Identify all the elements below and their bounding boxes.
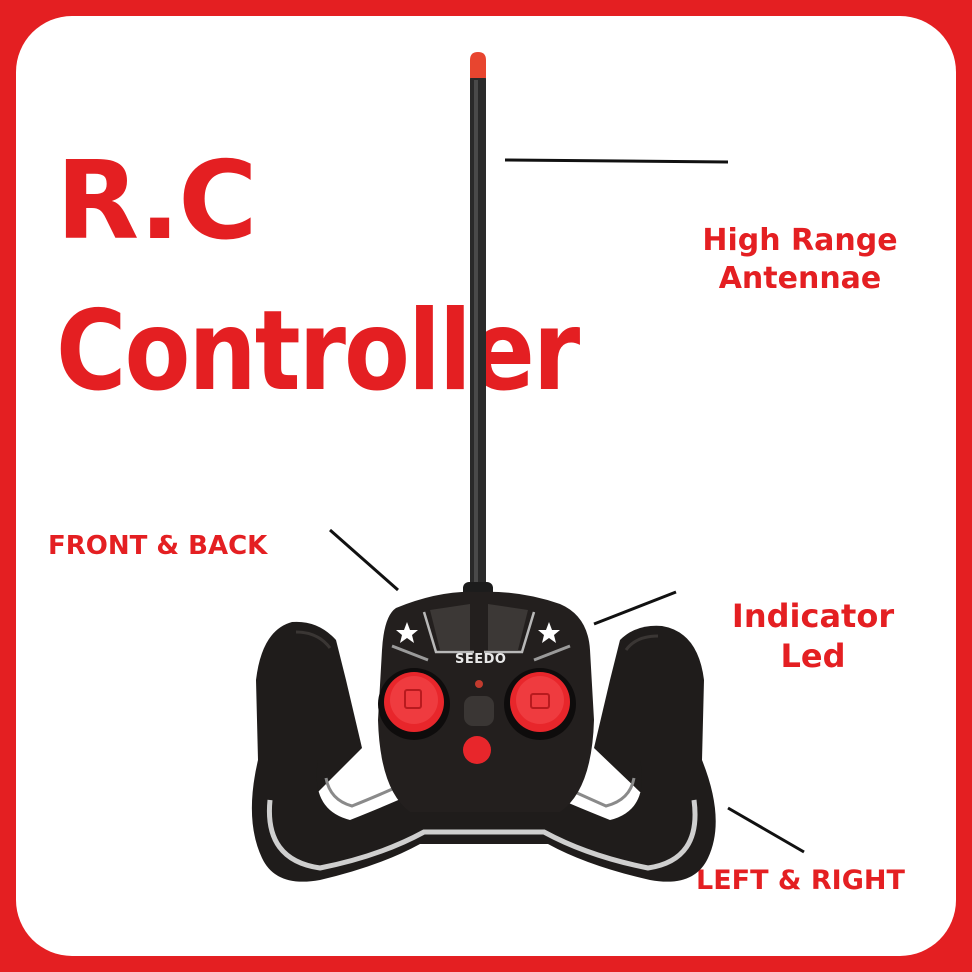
antenna-label-line-2: Antennae	[718, 260, 882, 296]
indicator-label-line-2: Led	[780, 637, 846, 675]
right-handle	[594, 625, 704, 794]
antenna	[463, 52, 493, 606]
brand-name: SEEDO	[455, 652, 507, 667]
left-handle	[256, 621, 362, 794]
left-right-button[interactable]	[504, 668, 576, 740]
front-back-label: FRONT & BACK	[48, 531, 268, 561]
right-star-icon	[538, 622, 560, 643]
small-red-button[interactable]	[463, 736, 491, 764]
left-star-icon	[396, 622, 418, 643]
indicator-callout-line	[593, 590, 677, 626]
indicator-label-line-1: Indicator	[731, 597, 895, 635]
front-back-button[interactable]	[378, 668, 450, 740]
antenna-label: High Range Antennae	[690, 222, 910, 297]
front-back-callout-line	[329, 528, 399, 592]
title-line-2: Controller	[56, 286, 580, 416]
indicator-led	[475, 680, 483, 688]
indicator-label: Indicator Led	[718, 596, 908, 676]
antenna-callout-line	[504, 158, 729, 164]
antenna-label-line-1: High Range	[702, 223, 898, 258]
center-button[interactable]	[464, 696, 494, 726]
title-line-1: R.C	[56, 139, 257, 264]
left-right-callout-line	[727, 806, 805, 854]
left-right-label: LEFT & RIGHT	[696, 865, 905, 896]
